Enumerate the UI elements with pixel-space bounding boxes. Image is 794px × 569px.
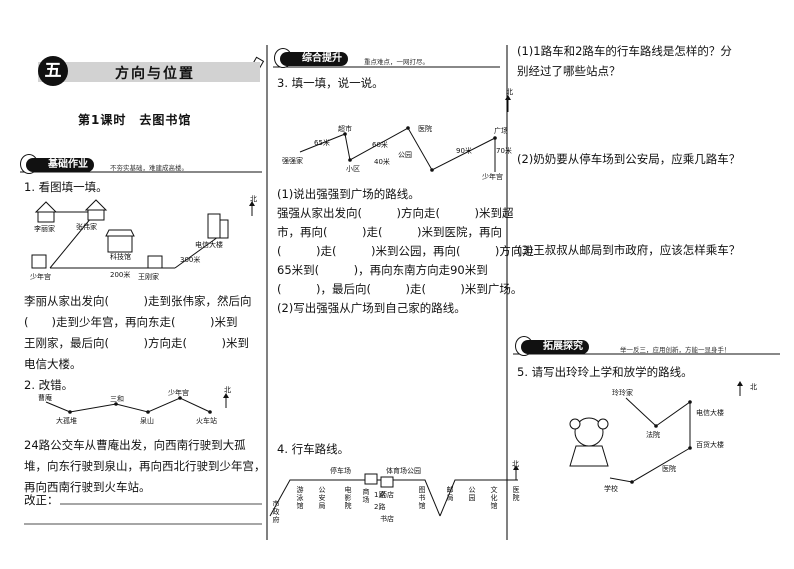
girl-illustration bbox=[569, 417, 609, 467]
q3-text-line: ( )，最后向( )走( )米到广场。 bbox=[277, 282, 523, 296]
q5-map bbox=[569, 381, 743, 484]
q3-text-line: 市，再向( )走( )米到医院，再向 bbox=[277, 225, 502, 239]
q4-station-label: 电影院 bbox=[344, 486, 352, 510]
q1-text-line: ( )走到少年宫，再向东走( )米到 bbox=[24, 315, 238, 329]
q2-label-caoan: 曹庵 bbox=[38, 394, 52, 402]
q5-label-xuexiao: 学校 bbox=[604, 485, 618, 493]
q4-north-label: 北 bbox=[512, 460, 519, 468]
section-subtitle-extend: 举一反三，应用创新，方能一显身手！ bbox=[620, 346, 731, 354]
q4-label-top-shop: 药店 bbox=[380, 491, 394, 499]
q1-title: 1. 看图填一填。 bbox=[24, 180, 108, 194]
q3-map bbox=[299, 95, 511, 172]
q4-label-route2: 2路 bbox=[374, 503, 386, 511]
q4-station-label: 游泳馆 bbox=[296, 486, 304, 510]
q3-label-40: 40米 bbox=[374, 158, 390, 166]
section-tag-advanced: 综合提升 bbox=[280, 52, 348, 66]
q3-part2-title: (2)写出强强从广场到自己家的路线。 bbox=[277, 301, 466, 315]
q5-label-fayuan: 法院 bbox=[646, 431, 660, 439]
q1-label-zhangweijia: 张伟家 bbox=[76, 223, 97, 231]
q3-label-qiangqiangjia: 强强家 bbox=[282, 157, 303, 165]
q2-text-line: 24路公交车从曹庵出发，向西南行驶到大孤 bbox=[24, 438, 246, 452]
q3-label-65: 65米 bbox=[314, 139, 330, 147]
q5-label-yiyuan: 医院 bbox=[662, 465, 676, 473]
q4-1-text: (1)1路车和2路车的行车路线是怎样的？分 bbox=[517, 44, 732, 58]
q3-label-xiaoqu: 小区 bbox=[346, 165, 360, 173]
q1-label-dianxindalou: 电信大楼 bbox=[195, 241, 223, 249]
q4-label-bottom-shop: 书店 bbox=[380, 515, 394, 523]
chapter-title: 方向与位置 bbox=[115, 66, 195, 82]
q3-text-line: ( )走( )米到公园，再向( )方向走 bbox=[277, 244, 534, 258]
q3-label-60: 60米 bbox=[372, 141, 388, 149]
chapter-badge: 五 bbox=[38, 56, 68, 86]
q4-label-route1: 1路 bbox=[374, 491, 386, 499]
q2-label-shaoniangong: 少年宫 bbox=[168, 389, 189, 397]
q3-label-90: 90米 bbox=[456, 147, 472, 155]
q3-north-label: 北 bbox=[506, 88, 513, 96]
q3-part1-title: (1)说出强强到广场的路线。 bbox=[277, 187, 420, 201]
q1-text-line: 王刚家，最后向( )方向走( )米到 bbox=[24, 336, 249, 350]
q1-north-label: 北 bbox=[250, 195, 257, 203]
q4-label-top-left: 停车场 bbox=[330, 467, 351, 475]
q2-label-quanshan: 泉山 bbox=[140, 417, 154, 425]
q5-label-dianxindalou: 电信大楼 bbox=[696, 409, 724, 417]
q1-label-libaijia: 李丽家 bbox=[34, 225, 55, 233]
q2-text-line: 再向西南行驶到火车站。 bbox=[24, 480, 151, 494]
q2-text-line: 堆，向东行驶到泉山，再向西北行驶到少年宫， bbox=[24, 459, 266, 473]
q4-title: 4. 行车路线。 bbox=[277, 442, 350, 456]
q1-text-line: 李丽从家出发向( )走到张伟家，然后向 bbox=[24, 294, 252, 308]
section-subtitle-advanced: 重点难点，一网打尽。 bbox=[364, 58, 429, 66]
q3-text-line: 65米到( )，再向东南方向走90米到 bbox=[277, 263, 488, 277]
q4-station-label: 公园 bbox=[468, 486, 476, 502]
lesson-title: 第1课时 去图书馆 bbox=[78, 113, 192, 127]
q5-label-baihuodalou: 百货大楼 bbox=[696, 441, 724, 449]
q2-map bbox=[45, 393, 229, 414]
q5-north-label: 北 bbox=[750, 383, 757, 391]
q1-label-300: 300米 bbox=[180, 256, 201, 264]
q4-station-label: 邮局 bbox=[446, 486, 454, 502]
section-subtitle-basic: 不夯实基础，难建成高楼。 bbox=[110, 164, 188, 172]
q4-station-label: 图书馆 bbox=[418, 486, 426, 510]
q4-station-label: 公安局 bbox=[318, 486, 326, 510]
q5-label-linglingjia: 玲玲家 bbox=[612, 389, 633, 397]
section-tag-basic: 基础作业 bbox=[26, 158, 94, 172]
section-tag-extend: 拓展探究 bbox=[521, 340, 589, 354]
q4-station-label: 医院 bbox=[512, 486, 520, 502]
q1-label-shaoniangong: 少年宫 bbox=[30, 273, 51, 281]
q2-north-label: 北 bbox=[224, 386, 231, 394]
q2-correction-label: 改正： bbox=[24, 493, 59, 507]
q1-label-wanggangjia: 王刚家 bbox=[138, 273, 159, 281]
q3-label-shaoniangong: 少年宫 bbox=[482, 173, 503, 181]
q1-label-200: 200米 bbox=[110, 271, 131, 279]
q4-station-label: 文化馆 bbox=[490, 486, 498, 510]
q5-title: 5. 请写出玲玲上学和放学的路线。 bbox=[517, 365, 693, 379]
q1-label-kejiguan: 科技馆 bbox=[110, 253, 131, 261]
q2-label-dagudui: 大孤堆 bbox=[56, 417, 77, 425]
q4-map bbox=[269, 465, 519, 517]
q4-1-text: 别经过了哪些站点？ bbox=[517, 64, 621, 78]
q3-label-chaoshi: 超市 bbox=[338, 125, 352, 133]
q4-label-top-right: 体育场公园 bbox=[386, 467, 421, 475]
q3-title: 3. 填一填，说一说。 bbox=[277, 76, 384, 90]
q2-label-huochezhan: 火车站 bbox=[196, 417, 217, 425]
q2-label-sanhe: 三和 bbox=[110, 395, 124, 403]
q2-title: 2. 改错。 bbox=[24, 378, 74, 392]
q4-2-text: (2)奶奶要从停车场到公安局，应乘几路车？ bbox=[517, 152, 741, 166]
q1-text-line: 电信大楼。 bbox=[24, 357, 82, 371]
q3-text-line: 强强从家出发向( )方向走( )米到超 bbox=[277, 206, 514, 220]
chapter-header-bar bbox=[38, 62, 260, 82]
q1-map bbox=[31, 199, 255, 269]
q4-3-text: (3)王叔叔从邮局到市政府，应该怎样乘车？ bbox=[517, 243, 741, 257]
q4-station-label: 市政府 bbox=[272, 500, 280, 524]
q3-label-yiyuan: 医院 bbox=[418, 125, 432, 133]
q4-station-label: 商场 bbox=[362, 488, 370, 504]
q3-label-gongyuan: 公园 bbox=[398, 151, 412, 159]
q3-label-70: 70米 bbox=[496, 147, 512, 155]
q3-label-guangchang: 广场 bbox=[494, 127, 508, 135]
